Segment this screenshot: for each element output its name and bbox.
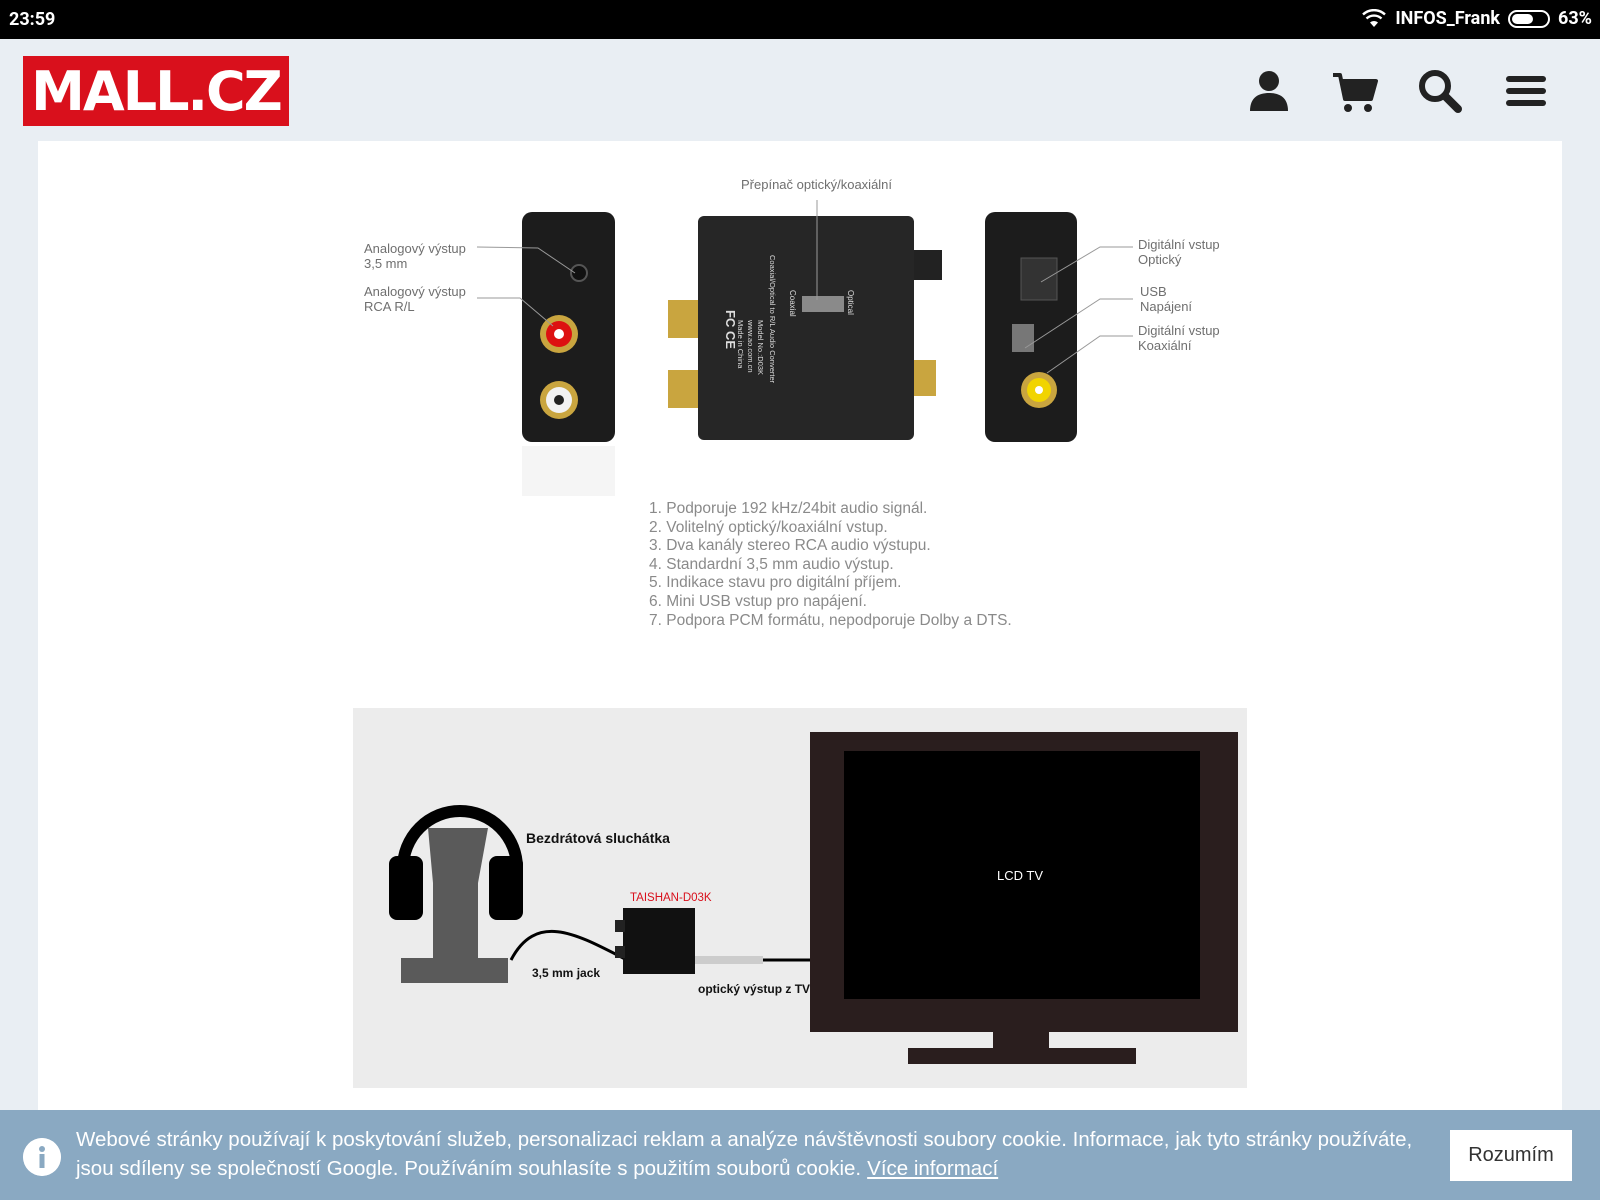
headphone-stand <box>401 828 508 983</box>
feature-list: 1. Podporuje 192 kHz/24bit audio signál.… <box>649 500 1012 630</box>
callout-optical-value: Optický <box>1138 252 1182 267</box>
device-right-side <box>985 212 1077 442</box>
svg-text:Model No.:D03K: Model No.:D03K <box>756 320 765 375</box>
headphone-cup-left <box>389 856 423 920</box>
site-logo[interactable]: MALL.CZ <box>23 56 289 126</box>
converter-device <box>623 908 695 974</box>
device-left-side <box>522 212 615 496</box>
cookie-message: Webové stránky používají k poskytování s… <box>76 1125 1416 1183</box>
svg-text:Optical: Optical <box>846 290 855 315</box>
callout-analog-rca-value: RCA R/L <box>364 299 415 314</box>
diagram-drawing <box>389 732 1238 1064</box>
list-item: 3. Dva kanály stereo RCA audio výstupu. <box>649 537 931 555</box>
svg-text:Made in China: Made in China <box>736 320 745 369</box>
status-time: 23:59 <box>9 9 56 30</box>
headphone-band <box>397 805 523 869</box>
list-item: 5. Indikace stavu pro digitální příjem. <box>649 574 902 592</box>
battery-percent: 63% <box>1558 8 1592 29</box>
accept-cookies-button[interactable]: Rozumím <box>1450 1130 1572 1181</box>
list-item: 4. Standardní 3,5 mm audio výstup. <box>649 555 894 573</box>
callout-usb-title: USB <box>1140 284 1167 299</box>
more-info-link[interactable]: Více informací <box>867 1157 999 1180</box>
switch-label: Přepínač optický/koaxiální <box>741 177 893 192</box>
list-item: 1. Podporuje 192 kHz/24bit audio signál. <box>649 500 928 517</box>
list-item: 6. Mini USB vstup pro napájení. <box>649 592 867 610</box>
logo-text: MALL.CZ <box>31 59 283 123</box>
cookie-text: Webové stránky používají k poskytování s… <box>76 1128 1413 1180</box>
status-bar: 23:59 INFOS_Frank 63% <box>0 0 1600 39</box>
connection-diagram: Bezdrátová sluchátka TAISHAN-D03K 3,5 mm… <box>353 708 1247 1088</box>
svg-text:Coaxial: Coaxial <box>788 290 797 317</box>
tv-screen <box>844 751 1200 999</box>
svg-text:Coaxial/Optical to R/L Audio C: Coaxial/Optical to R/L Audio Converter <box>768 255 777 384</box>
callout-analog-35-title: Analogový výstup <box>364 241 466 256</box>
callout-coaxial-value: Koaxiální <box>1138 338 1192 353</box>
cart-icon[interactable] <box>1331 67 1379 115</box>
info-icon <box>23 1138 61 1176</box>
menu-icon[interactable] <box>1502 67 1550 115</box>
battery-icon <box>1508 9 1551 28</box>
network-name: INFOS_Frank <box>1395 8 1501 29</box>
cookie-bar: Webové stránky používají k poskytování s… <box>0 1110 1600 1200</box>
callout-analog-35-value: 3,5 mm <box>364 256 408 271</box>
list-item: 2. Volitelný optický/koaxiální vstup. <box>649 518 888 536</box>
product-photo: Optical Coaxial Coaxial/Optical to R/L A… <box>476 200 1133 496</box>
list-item: 7. Podpora PCM formátu, nepodporuje Dolb… <box>649 611 1012 629</box>
callout-usb-value: Napájení <box>1140 299 1193 314</box>
jack-label: 3,5 mm jack <box>532 966 601 980</box>
svg-text:FC CE: FC CE <box>723 310 738 349</box>
user-icon[interactable] <box>1245 67 1293 115</box>
optical-out-label: optický výstup z TV <box>698 982 811 996</box>
svg-text:www.ao.com.cn: www.ao.com.cn <box>746 319 755 373</box>
headphone-cup-right <box>489 856 523 920</box>
callout-analog-rca-title: Analogový výstup <box>364 284 466 299</box>
callout-optical-title: Digitální vstup <box>1138 237 1220 252</box>
wifi-icon <box>1362 8 1387 27</box>
device-center: Optical Coaxial Coaxial/Optical to R/L A… <box>668 216 942 440</box>
tv-label: LCD TV <box>997 868 1043 883</box>
site-header: MALL.CZ <box>0 39 1600 141</box>
callout-coaxial-title: Digitální vstup <box>1138 323 1220 338</box>
device-label: TAISHAN-D03K <box>630 892 712 904</box>
search-icon[interactable] <box>1416 67 1464 115</box>
status-right: INFOS_Frank 63% <box>1361 8 1592 29</box>
headphones-label: Bezdrátová sluchátka <box>526 830 670 846</box>
